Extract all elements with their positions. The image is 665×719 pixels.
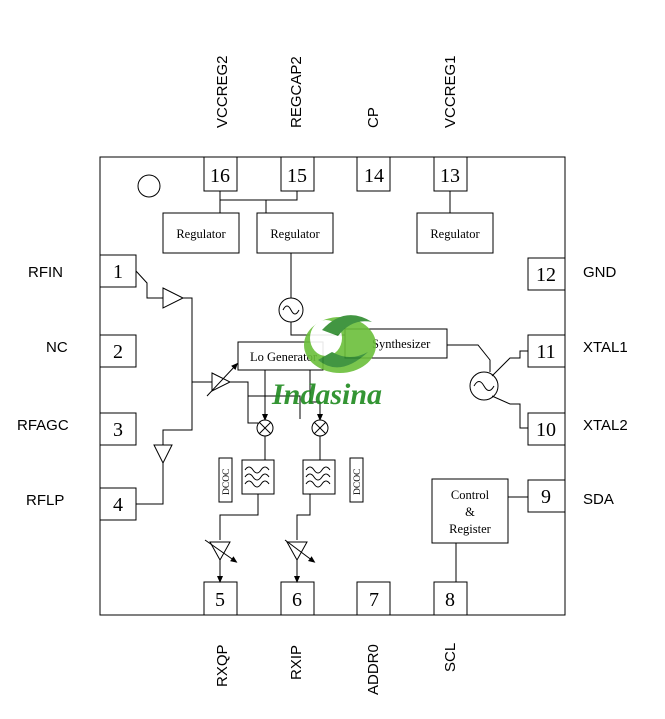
pin-11-number: 11 [536,341,555,363]
pin-13-number: 13 [440,165,460,187]
pin-11: 11 [527,334,566,368]
filter-i-icon [302,459,336,495]
pin-10: 10 [527,412,566,446]
pin-1: 1 [99,254,137,288]
baseband-q-wiring [217,494,259,583]
pin-3-number: 3 [113,419,123,441]
output-amp-i-icon [284,539,316,563]
pin-8-number: 8 [445,589,455,611]
regulator-mid-label: Regulator [270,227,320,241]
regulator-left: Regulator [162,212,240,254]
lo-generator-label: Lo Generator [250,350,318,364]
pin-9: 9 [527,479,566,513]
chip-outline [99,156,566,616]
pin-13: 13 [433,156,468,192]
crystal-oscillator-icon [469,371,499,401]
synth-to-xtal-wire [447,344,491,372]
pin-3-name: RFAGC [17,417,69,434]
rf-input-wiring [135,270,212,505]
synthesizer-label: Synthesizer [372,337,431,351]
vga-amplifier-icon [206,362,239,397]
lna-triangle-icon [162,287,185,309]
pin-4-name: RFLP [26,492,64,509]
pin-3: 3 [99,412,137,446]
pin-7: 7 [356,581,391,616]
pin-4-number: 4 [113,494,123,516]
pin-1-number: 1 [113,261,123,283]
pin-14-number: 14 [364,165,384,187]
regulator-right-label: Regulator [430,227,480,241]
pin-12-number: 12 [536,264,556,286]
pin-15: 15 [280,156,315,192]
pin-16-name: VCCREG2 [214,55,231,128]
pin-1-name: RFIN [28,264,63,281]
output-amp-q-icon [204,539,238,563]
pin1-orientation-mark [137,174,161,198]
dcoc-right-label: DCOC [353,469,363,495]
regulator-left-label: Regulator [176,227,226,241]
watermark-text: Indasina [271,378,382,411]
mixer-q-icon [256,419,274,437]
dcoc-left-label: DCOC [222,469,232,495]
vco-oscillator-icon [278,297,304,323]
regulator-right: Regulator [416,212,494,254]
pin-14: 14 [356,156,391,192]
baseband-i-wiring [294,494,311,583]
pin-5-number: 5 [215,589,225,611]
regulator-wiring [219,191,451,298]
pin-2-name: NC [46,339,68,356]
pin-9-name: SDA [583,491,614,508]
pin-14-name: CP [365,107,382,128]
pin-4: 4 [99,487,137,521]
rflp-buffer-icon [153,444,173,465]
xtal-wiring [491,350,528,429]
pin-8: 8 [433,581,468,616]
pin-8-name: SCL [442,643,459,672]
pin-9-number: 9 [541,486,551,508]
pin-2-number: 2 [113,341,123,363]
pin-5-name: RXQP [214,644,231,687]
pin-6-number: 6 [292,589,302,611]
pin-7-name: ADDR0 [365,644,382,695]
pin-16-number: 16 [210,165,230,187]
pin-6: 6 [280,581,315,616]
pin-10-name: XTAL2 [583,417,628,434]
pin-12: 12 [527,257,566,291]
control-label-line2: & [465,505,475,519]
control-label-line3: Register [449,522,491,536]
lo-to-mixers-wiring [262,370,323,421]
dcoc-left: DCOC [218,457,233,503]
pin-12-name: GND [583,264,617,281]
pin-5: 5 [203,581,238,616]
control-label-line1: Control [451,488,490,502]
pin-15-name: REGCAP2 [288,56,305,128]
dcoc-right: DCOC [349,457,364,503]
vga-to-mixer-left-wire [247,396,258,424]
pin-2: 2 [99,334,137,368]
pin-15-number: 15 [287,165,307,187]
mixer-i-icon [311,419,329,437]
pin-7-number: 7 [369,589,379,611]
pin-16: 16 [203,156,238,192]
pin-13-name: VCCREG1 [442,55,459,128]
pin-6-name: RXIP [288,645,305,680]
watermark-logo: Indasina [271,315,382,411]
regulator-mid: Regulator [256,212,334,254]
pin-11-name: XTAL1 [583,339,628,356]
pin-10-number: 10 [536,419,556,441]
filter-q-icon [241,459,275,495]
control-register-block: Control & Register [431,478,509,544]
